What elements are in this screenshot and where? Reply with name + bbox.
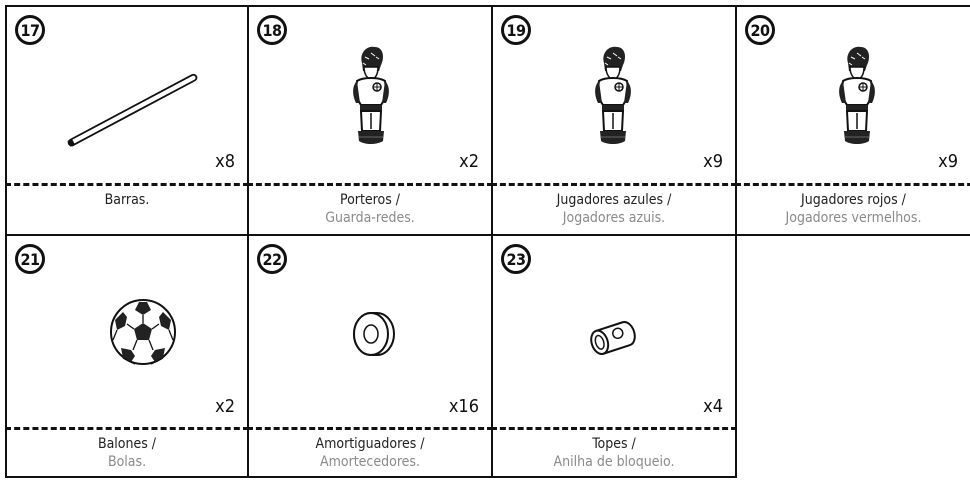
- part-labels: Topes / Anilha de bloqueio.: [493, 435, 735, 471]
- part-labels: Porteros / Guarda-redes.: [249, 191, 491, 227]
- part-quantity: x2: [215, 396, 235, 417]
- label-portuguese: Amortecedores.: [319, 454, 420, 470]
- label-spanish: Jugadores azules /: [556, 192, 672, 208]
- part-number-badge: 18: [257, 15, 287, 45]
- label-portuguese: Guarda-redes.: [325, 210, 415, 226]
- part-labels: Amortiguadores / Amortecedores.: [249, 435, 491, 471]
- part-card-21: 21 x2 Balones / Bolas.: [5, 234, 249, 478]
- dashed-divider: [247, 183, 493, 186]
- part-labels: Jugadores rojos / Jogadores vermelhos.: [737, 191, 970, 227]
- part-card-22: 22 x16 Amortiguadores / Amortecedores.: [247, 234, 493, 478]
- dashed-divider: [735, 183, 970, 186]
- label-spanish: Balones /: [97, 436, 157, 452]
- part-labels: Jugadores azules / Jogadores azuis.: [493, 191, 735, 227]
- part-card-20: 20 x9 Jugadores rojos / Jogadores vermel…: [735, 5, 970, 236]
- part-card-18: 18 x2 Porteros / Guarda-redes.: [247, 5, 493, 236]
- dashed-divider: [247, 427, 493, 430]
- part-labels: Balones / Bolas.: [7, 435, 247, 471]
- label-spanish: Topes /: [592, 436, 636, 452]
- part-labels: Barras.: [7, 191, 247, 209]
- part-number-badge: 20: [745, 15, 775, 45]
- label-portuguese: Anilha de bloqueio.: [553, 454, 675, 470]
- label-portuguese: Jogadores vermelhos.: [785, 210, 922, 226]
- part-number-badge: 19: [501, 15, 531, 45]
- part-quantity: x8: [215, 151, 235, 172]
- rod-icon: [67, 73, 198, 147]
- part-quantity: x2: [459, 151, 479, 172]
- label-portuguese: Jogadores azuis.: [562, 210, 666, 226]
- part-number-badge: 23: [501, 244, 531, 274]
- part-quantity: x9: [938, 151, 958, 172]
- label-spanish: Jugadores rojos /: [801, 192, 906, 208]
- dashed-divider: [491, 183, 737, 186]
- part-number-badge: 21: [15, 244, 45, 274]
- label-spanish: Porteros /: [339, 192, 401, 208]
- bumper-ring-icon: [353, 312, 395, 356]
- label-spanish: Amortiguadores /: [315, 436, 425, 452]
- part-quantity: x9: [703, 151, 723, 172]
- stopper-icon: [590, 321, 636, 356]
- soccer-ball-icon: [110, 299, 176, 365]
- part-card-23: 23 x4 Topes / Anilha de bloqueio.: [491, 234, 737, 478]
- label-portuguese: Bolas.: [107, 454, 147, 470]
- dashed-divider: [491, 427, 737, 430]
- part-quantity: x16: [448, 396, 479, 417]
- part-number-badge: 17: [15, 15, 45, 45]
- label-spanish: Barras.: [104, 192, 150, 208]
- part-card-17: 17 x8 Barras.: [5, 5, 249, 236]
- dashed-divider: [5, 183, 249, 186]
- dashed-divider: [5, 427, 249, 430]
- part-card-19: 19 x9 Jugadores azules / Jogadores azuis…: [491, 5, 737, 236]
- part-quantity: x4: [703, 396, 723, 417]
- part-number-badge: 22: [257, 244, 287, 274]
